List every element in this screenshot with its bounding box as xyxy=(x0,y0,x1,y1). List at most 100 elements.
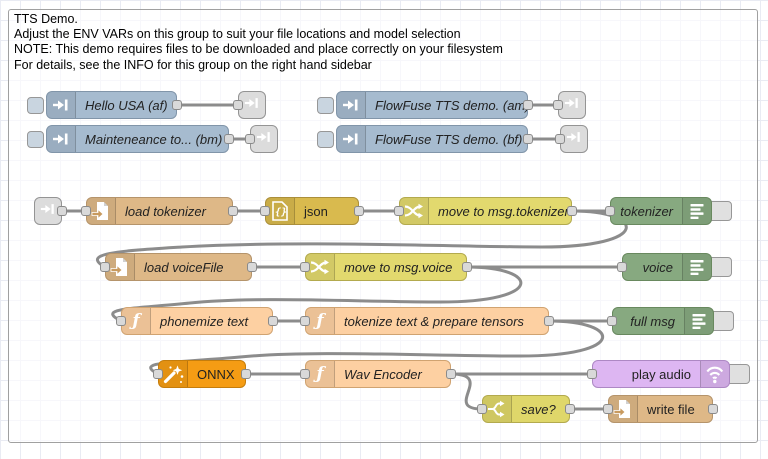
port-in[interactable] xyxy=(300,369,310,379)
node-json[interactable]: {} json xyxy=(265,197,359,225)
node-load-tokenizer[interactable]: load tokenizer xyxy=(86,197,233,225)
port-out[interactable] xyxy=(544,316,554,326)
port-out[interactable] xyxy=(523,134,533,144)
group-label-line: NOTE: This demo requires files to be dow… xyxy=(14,42,503,57)
port-in[interactable] xyxy=(81,206,91,216)
file-in-icon xyxy=(87,198,116,224)
node-label: save? xyxy=(521,401,556,417)
debug-lines-icon xyxy=(682,254,711,280)
wire[interactable] xyxy=(449,372,484,411)
inject-button[interactable] xyxy=(27,131,44,148)
port-in[interactable] xyxy=(153,369,163,379)
node-label: json xyxy=(304,203,328,219)
port-out[interactable] xyxy=(523,100,533,110)
link-arrow-icon xyxy=(244,95,260,116)
inject-button[interactable] xyxy=(317,97,334,114)
node-label: voice xyxy=(642,259,673,275)
link-arrow-icon xyxy=(566,129,582,150)
inject-button[interactable] xyxy=(317,131,334,148)
port-out[interactable] xyxy=(247,262,257,272)
port-out[interactable] xyxy=(462,262,472,272)
link-arrow-icon xyxy=(256,129,272,150)
port-out[interactable] xyxy=(354,206,364,216)
port-out[interactable] xyxy=(57,206,67,216)
function-icon: ƒ xyxy=(306,308,335,334)
port-in[interactable] xyxy=(300,262,310,272)
node-label: full msg xyxy=(630,313,675,329)
node-load-voicefile[interactable]: load voiceFile xyxy=(105,253,252,281)
node-label: play audio xyxy=(631,366,691,382)
wire[interactable] xyxy=(96,209,628,269)
port-in[interactable] xyxy=(477,404,487,414)
node-label: ONNX xyxy=(197,366,235,382)
port-out[interactable] xyxy=(172,100,182,110)
node-label: Hello USA (af) xyxy=(85,97,168,113)
function-icon: ƒ xyxy=(306,361,335,387)
node-label: move to msg.voice xyxy=(344,259,453,275)
port-in[interactable] xyxy=(555,134,565,144)
node-label: FlowFuse TTS demo. (am) xyxy=(375,97,527,113)
port-out[interactable] xyxy=(241,369,251,379)
node-phonemize-text[interactable]: ƒ phonemize text xyxy=(121,307,273,335)
link-arrow-icon xyxy=(40,201,56,222)
port-in[interactable] xyxy=(607,316,617,326)
group-label-line: TTS Demo. xyxy=(14,12,78,26)
port-in[interactable] xyxy=(233,100,243,110)
port-in[interactable] xyxy=(260,206,270,216)
port-out[interactable] xyxy=(565,404,575,414)
port-in[interactable] xyxy=(245,134,255,144)
port-out[interactable] xyxy=(224,134,234,144)
debug-lines-icon xyxy=(684,308,713,334)
node-wav-encoder[interactable]: ƒ Wav Encoder xyxy=(305,360,451,388)
node-debug-voice[interactable]: voice xyxy=(622,253,712,281)
node-play-audio[interactable]: play audio xyxy=(592,360,730,388)
node-label: load voiceFile xyxy=(144,259,224,275)
node-label: write file xyxy=(647,401,695,417)
port-in[interactable] xyxy=(394,206,404,216)
node-link-out[interactable] xyxy=(238,91,266,119)
port-in[interactable] xyxy=(300,316,310,326)
node-onnx[interactable]: ONNX xyxy=(158,360,246,388)
inject-arrow-icon xyxy=(47,126,76,152)
function-icon: ƒ xyxy=(122,308,151,334)
node-move-to-msg-tokenizer[interactable]: move to msg.tokenizer xyxy=(399,197,572,225)
node-inject-hello-usa[interactable]: Hello USA (af) xyxy=(46,91,177,119)
inject-button[interactable] xyxy=(27,97,44,114)
node-write-file[interactable]: write file xyxy=(608,395,713,423)
port-in[interactable] xyxy=(100,262,110,272)
node-label: move to msg.tokenizer xyxy=(438,203,569,219)
node-debug-full-msg[interactable]: full msg xyxy=(612,307,714,335)
audio-broadcast-icon xyxy=(700,361,729,387)
port-in[interactable] xyxy=(617,262,627,272)
port-out[interactable] xyxy=(446,369,456,379)
svg-text:{}: {} xyxy=(275,207,287,218)
inject-arrow-icon xyxy=(337,126,366,152)
node-tokenize-text[interactable]: ƒ tokenize text & prepare tensors xyxy=(305,307,549,335)
node-debug-tokenizer[interactable]: tokenizer xyxy=(610,197,712,225)
port-in[interactable] xyxy=(587,369,597,379)
port-out[interactable] xyxy=(268,316,278,326)
inject-arrow-icon xyxy=(337,92,366,118)
node-label: phonemize text xyxy=(160,313,249,329)
node-label: tokenizer xyxy=(620,203,673,219)
node-inject-flowfuse-bf[interactable]: FlowFuse TTS demo. (bf) xyxy=(336,125,528,153)
node-inject-maintenance[interactable]: Mainteneance to... (bm) xyxy=(46,125,229,153)
port-in[interactable] xyxy=(116,316,126,326)
file-in-icon xyxy=(106,254,135,280)
node-switch-save[interactable]: save? xyxy=(482,395,570,423)
port-out[interactable] xyxy=(708,404,718,414)
group-label-line: For details, see the INFO for this group… xyxy=(14,57,372,72)
port-out[interactable] xyxy=(567,206,577,216)
port-out[interactable] xyxy=(228,206,238,216)
port-in[interactable] xyxy=(553,100,563,110)
node-label: tokenize text & prepare tensors xyxy=(344,313,524,329)
node-move-to-msg-voice[interactable]: move to msg.voice xyxy=(305,253,467,281)
group-label-line: Adjust the ENV VARs on this group to sui… xyxy=(14,27,461,42)
node-inject-flowfuse-am[interactable]: FlowFuse TTS demo. (am) xyxy=(336,91,528,119)
port-in[interactable] xyxy=(603,404,613,414)
port-in[interactable] xyxy=(605,206,615,216)
debug-lines-icon xyxy=(682,198,711,224)
file-out-icon xyxy=(609,396,638,422)
